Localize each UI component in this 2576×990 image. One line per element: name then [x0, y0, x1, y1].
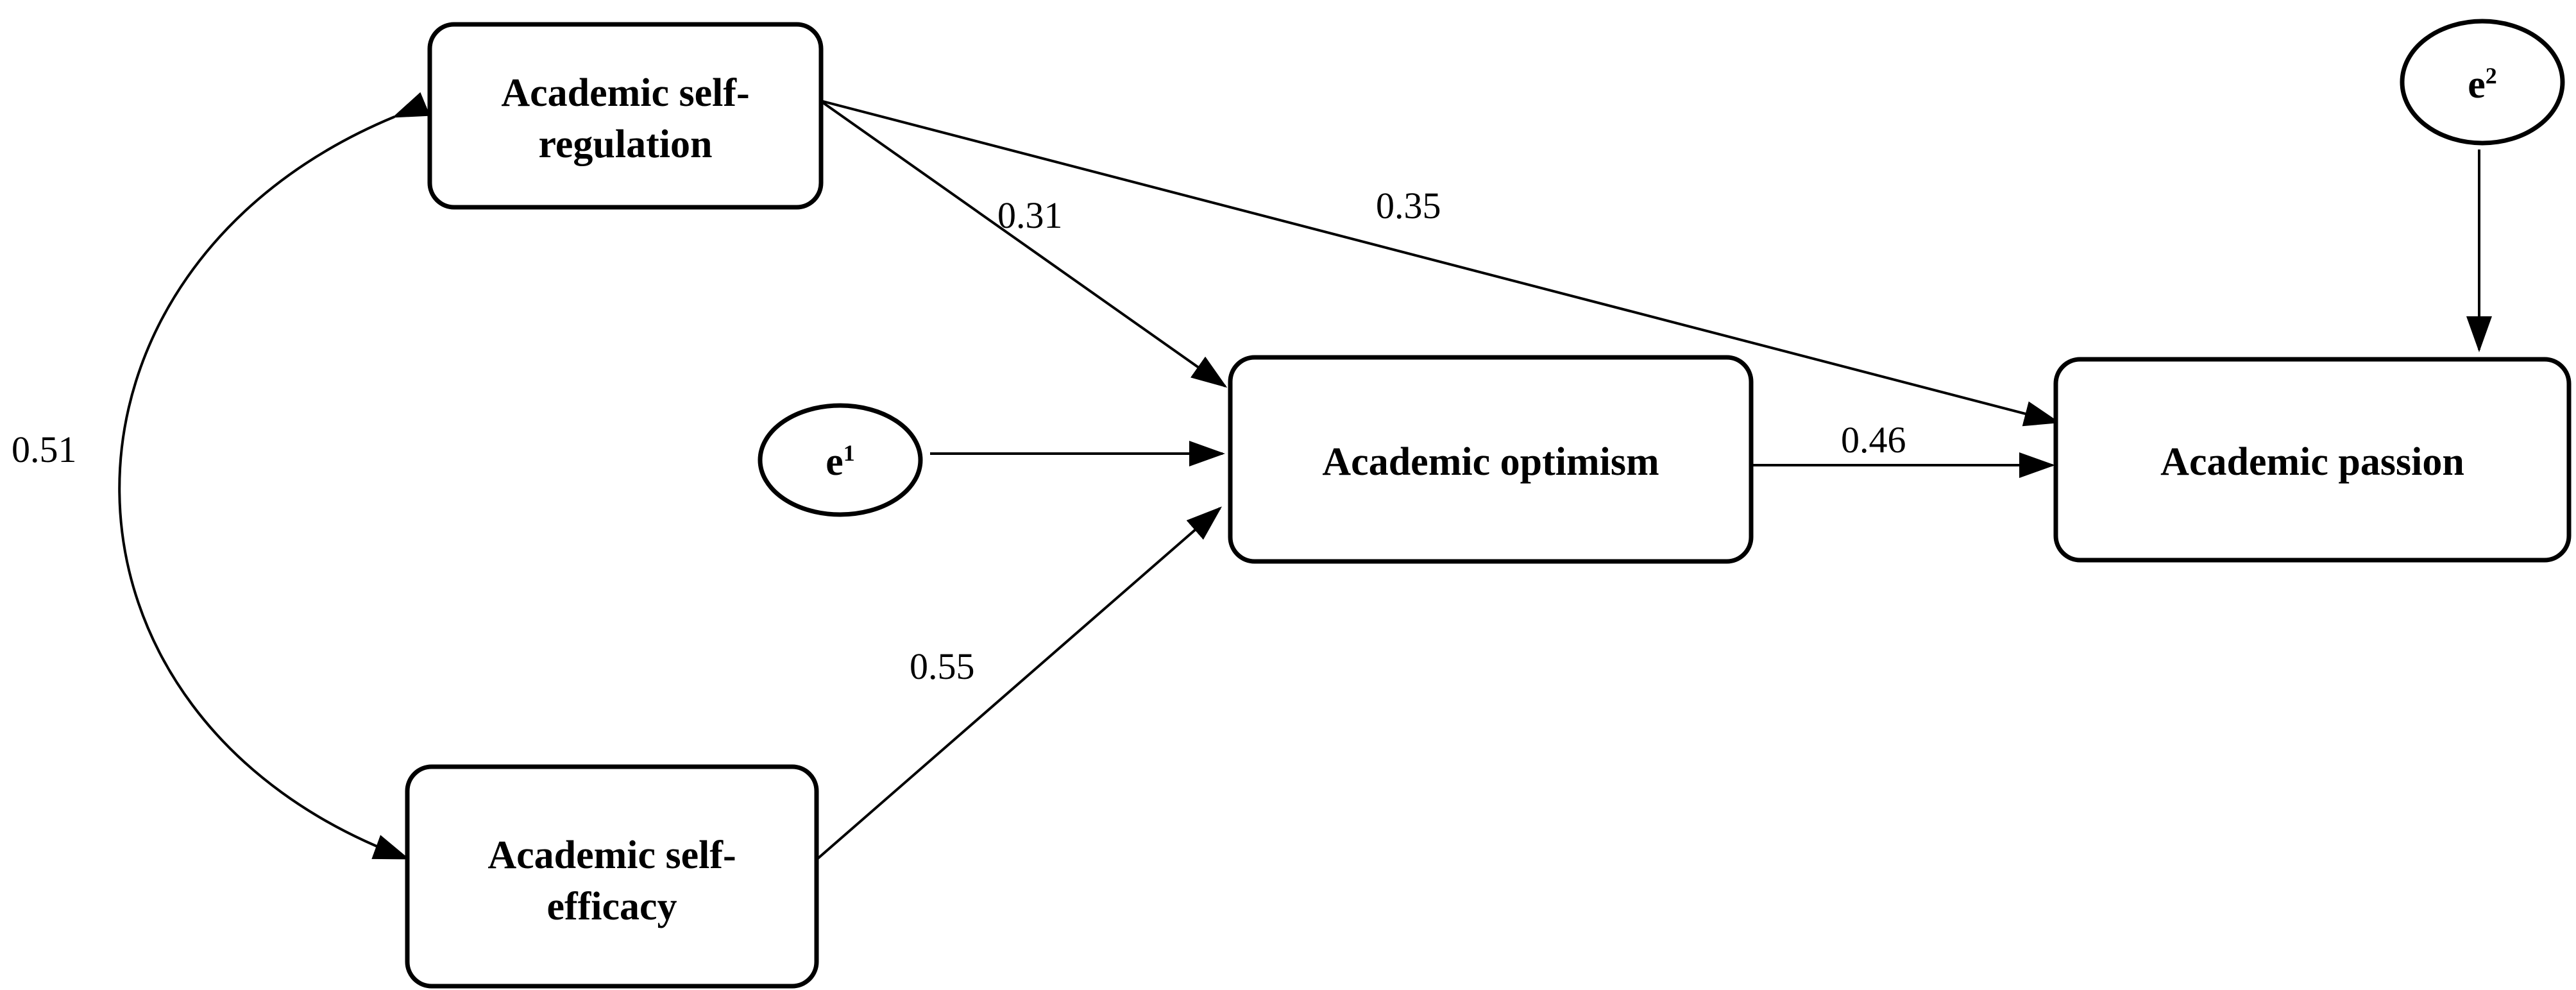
coefficient-regulation-to-passion: 0.35 [1376, 185, 1441, 226]
node-academic-self-regulation: Academic self- regulation [427, 22, 824, 210]
node-academic-self-efficacy: Academic self- efficacy [405, 764, 819, 989]
error-label-e1: e1 [826, 440, 855, 484]
coefficient-regulation-to-optimism: 0.31 [997, 194, 1063, 236]
node-label-line2: regulation [539, 123, 713, 166]
node-label-line2: efficacy [547, 885, 677, 928]
coefficient-covariance: 0.51 [12, 429, 77, 470]
covariance-arrow-regulation-efficacy [118, 92, 430, 860]
error-term-e1: e1 [758, 403, 923, 517]
node-label: Academic optimism [1322, 440, 1659, 484]
error-term-e2: e2 [2400, 19, 2565, 146]
node-label-line1: Academic self- [501, 71, 749, 115]
node-academic-passion: Academic passion [2053, 357, 2572, 563]
path-arrow-regulation-to-optimism [822, 101, 1228, 388]
coefficient-efficacy-to-optimism: 0.55 [910, 645, 975, 687]
error-label-e2: e2 [2468, 63, 2497, 107]
error-base: e [2468, 63, 2486, 107]
node-academic-optimism: Academic optimism [1228, 355, 1754, 564]
coefficient-optimism-to-passion: 0.46 [1841, 419, 1906, 461]
node-label: Academic passion [2160, 440, 2464, 484]
path-arrow-regulation-to-passion [822, 100, 2060, 427]
error-superscript: 2 [2486, 63, 2497, 89]
error-base: e [826, 440, 843, 484]
node-label-line1: Academic self- [487, 833, 736, 877]
path-arrow-efficacy-to-optimism [817, 506, 1223, 860]
error-superscript: 1 [843, 440, 855, 466]
